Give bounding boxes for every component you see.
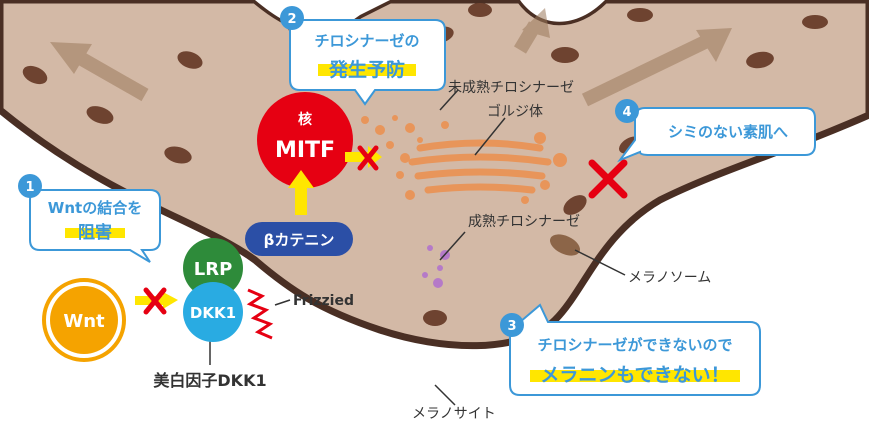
step3-badge [500, 313, 524, 337]
dendrite-arrow-left [50, 42, 149, 102]
step3-number: 3 [507, 319, 516, 334]
dendrite-arrow-right [581, 28, 732, 107]
melanosome [550, 234, 580, 256]
cross-icon-mitf [357, 145, 379, 171]
label-melanocyte: メラノサイト [412, 406, 496, 422]
immature-tyrosinase-dots [361, 115, 567, 204]
dendrite-arrow-top [513, 8, 550, 54]
step4-number: 4 [622, 105, 631, 120]
beta-catenin-label: βカテニン [264, 231, 335, 249]
golgi-body [408, 139, 552, 194]
frizzled-label: Frizzied [293, 293, 354, 309]
step1-badge [18, 174, 42, 198]
lrp-label: LRP [194, 259, 233, 280]
wnt-arrow [135, 292, 178, 309]
cross-icon-wnt [143, 287, 167, 315]
activation-arrow [288, 170, 314, 215]
step4-badge [615, 99, 639, 123]
dkk1-label: DKK1 [190, 304, 236, 322]
step1-line2: 阻害 [78, 222, 112, 243]
cross-icon-melanin [588, 159, 628, 199]
label-immature-tyrosinase: 未成熟チロシナーゼ [448, 80, 574, 96]
wnt-label: Wnt [63, 311, 105, 332]
label-mature-tyrosinase: 成熟チロシナーゼ [468, 214, 580, 230]
step2-line2: 発生予防 [328, 58, 405, 81]
dkk1-circle [183, 282, 243, 342]
lrp-circle [183, 238, 243, 298]
step1-line1: Wntの結合を [48, 199, 142, 217]
step3-line1: チロシナーゼができないので [537, 336, 732, 354]
step4-line1: シミのない素肌へ [668, 123, 788, 141]
label-whitening-factor: 美白因子DKK1 [153, 371, 266, 390]
label-melanosome: メラノソーム [628, 270, 711, 286]
step3-line2: メラニンもできない！ [540, 364, 729, 386]
step2-line1: チロシナーゼの [314, 32, 419, 50]
beta-catenin-pill [245, 222, 353, 256]
label-golgi: ゴルジ体 [487, 103, 543, 120]
mitf-label: MITF [275, 138, 335, 163]
step2-badge [280, 6, 304, 30]
frizzled-receptor [246, 288, 274, 340]
step1-number: 1 [25, 180, 34, 195]
mitf-nucleus [257, 92, 353, 188]
nucleus-label: 核 [298, 111, 312, 128]
step2-number: 2 [287, 12, 296, 27]
